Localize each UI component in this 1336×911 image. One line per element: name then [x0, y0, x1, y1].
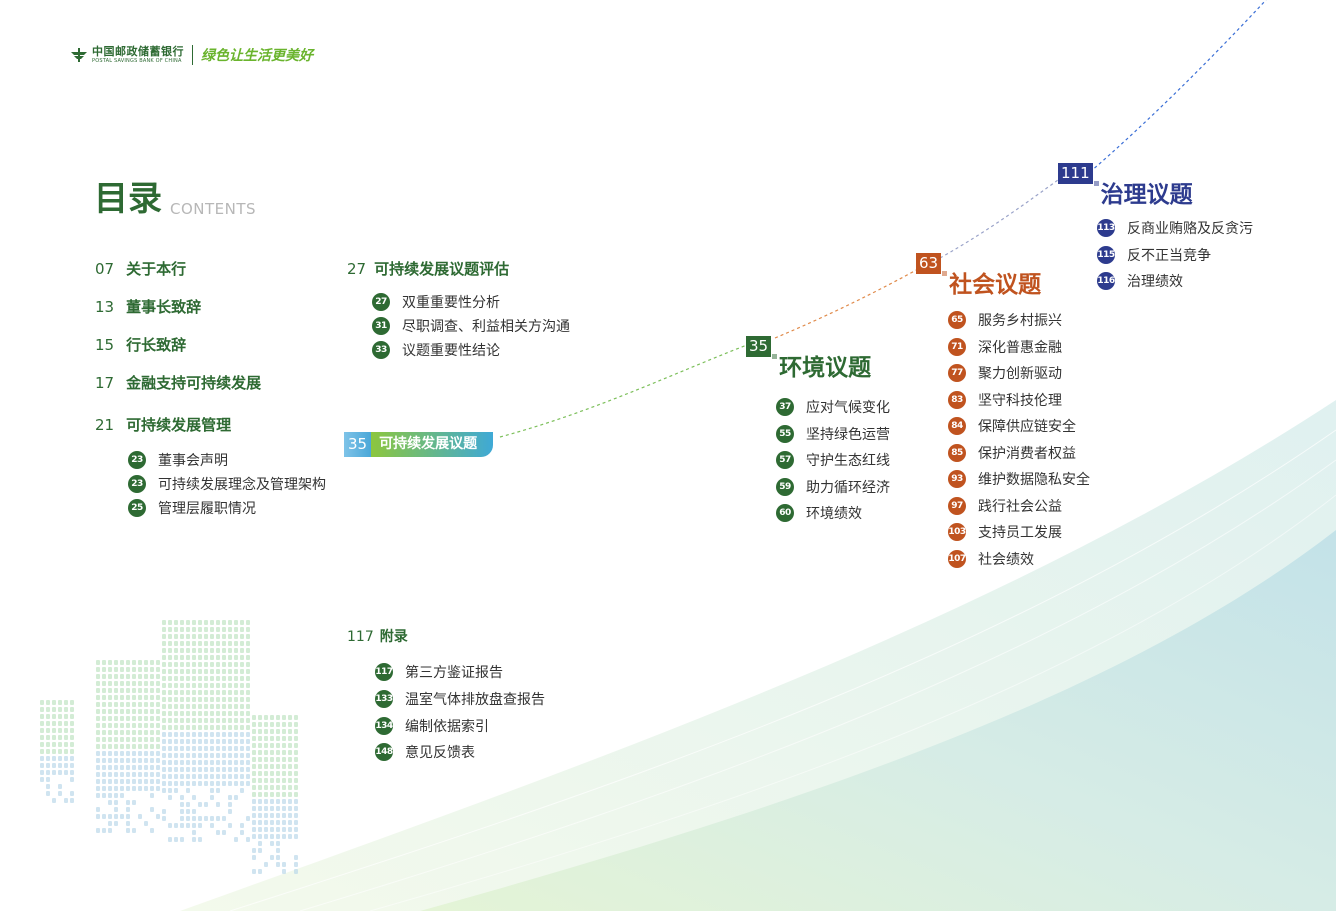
topic-social[interactable]: 63 社会议题 — [916, 253, 1041, 299]
page-badge: 33 — [372, 341, 390, 359]
list-item[interactable]: 71深化普惠金融 — [948, 334, 1090, 361]
route-orange — [775, 268, 920, 338]
toc-section[interactable]: 15行长致辞 — [95, 334, 186, 355]
toc-section-appendix[interactable]: 117附录 — [347, 626, 408, 646]
list-item[interactable]: 97践行社会公益 — [948, 493, 1090, 520]
list-item[interactable]: 148意见反馈表 — [375, 739, 545, 766]
page-badge: 84 — [948, 417, 966, 435]
page-badge: 83 — [948, 391, 966, 409]
page-badge: 115 — [1097, 246, 1115, 264]
page-badge: 113 — [1097, 219, 1115, 237]
page-badge: 133 — [375, 690, 393, 708]
page-badge: 85 — [948, 444, 966, 462]
bank-emblem-icon — [70, 46, 88, 64]
page-badge: 60 — [776, 504, 794, 522]
list-item[interactable]: 113反商业贿赂及反贪污 — [1097, 215, 1253, 242]
page-badge: 59 — [776, 478, 794, 496]
topic-title: 环境议题 — [779, 348, 871, 382]
bank-logo: 中国邮政储蓄银行 POSTAL SAVINGS BANK OF CHINA 绿色… — [70, 45, 313, 65]
list-item[interactable]: 27双重重要性分析 — [372, 290, 570, 314]
list-item[interactable]: 31尽职调查、利益相关方沟通 — [372, 314, 570, 338]
bank-name-en: POSTAL SAVINGS BANK OF CHINA — [92, 58, 184, 65]
page-badge: 77 — [948, 364, 966, 382]
buildings-illustration — [40, 620, 298, 874]
page-badge: 71 — [948, 338, 966, 356]
list-item[interactable]: 133温室气体排放盘查报告 — [375, 686, 545, 713]
list-item[interactable]: 107社会绩效 — [948, 546, 1090, 573]
route-grey — [940, 180, 1058, 258]
list-item[interactable]: 60环境绩效 — [776, 500, 890, 527]
list-item[interactable]: 59助力循环经济 — [776, 474, 890, 501]
list-item[interactable]: 23可持续发展理念及管理架构 — [128, 472, 326, 496]
list-item[interactable]: 25管理层履职情况 — [128, 496, 326, 520]
topic-page-tag: 63 — [916, 253, 941, 274]
topic-page-tag: 35 — [746, 336, 771, 357]
page-badge: 65 — [948, 311, 966, 329]
page-badge: 116 — [1097, 272, 1115, 290]
page-badge: 23 — [128, 451, 146, 469]
social-sub-list: 65服务乡村振兴 71深化普惠金融 77聚力创新驱动 83坚守科技伦理 84保障… — [948, 307, 1090, 572]
page-badge: 134 — [375, 717, 393, 735]
governance-sub-list: 113反商业贿赂及反贪污 115反不正当竞争 116治理绩效 — [1097, 215, 1253, 295]
topic-page-tag: 111 — [1058, 163, 1093, 184]
page-badge: 37 — [776, 398, 794, 416]
page-badge: 57 — [776, 451, 794, 469]
list-item[interactable]: 134编制依据索引 — [375, 712, 545, 739]
list-item[interactable]: 85保护消费者权益 — [948, 440, 1090, 467]
page-badge: 27 — [372, 293, 390, 311]
environment-sub-list: 37应对气候变化 55坚持绿色运营 57守护生态红线 59助力循环经济 60环境… — [776, 394, 890, 527]
toc-section[interactable]: 21可持续发展管理 — [95, 414, 231, 435]
toc-section[interactable]: 13董事长致辞 — [95, 296, 201, 317]
page-title: 目录 CONTENTS — [94, 180, 256, 218]
appendix-sub-list: 117第三方鉴证报告 133温室气体排放盘查报告 134编制依据索引 148意见… — [375, 659, 545, 766]
page-badge: 31 — [372, 317, 390, 335]
topic-title: 治理议题 — [1101, 175, 1193, 209]
page-badge: 93 — [948, 470, 966, 488]
slogan: 绿色让生活更美好 — [201, 45, 313, 65]
bank-name-cn: 中国邮政储蓄银行 — [92, 46, 184, 58]
route-blue — [1090, 0, 1266, 172]
page-badge: 148 — [375, 743, 393, 761]
list-item[interactable]: 37应对气候变化 — [776, 394, 890, 421]
list-item[interactable]: 23董事会声明 — [128, 448, 326, 472]
pill-label: 可持续发展议题 — [371, 432, 493, 457]
list-item[interactable]: 83坚守科技伦理 — [948, 387, 1090, 414]
title-en: CONTENTS — [170, 200, 256, 218]
list-item[interactable]: 77聚力创新驱动 — [948, 360, 1090, 387]
page-badge: 25 — [128, 499, 146, 517]
page-badge: 103 — [948, 523, 966, 541]
assessment-sub-list: 27双重重要性分析 31尽职调查、利益相关方沟通 33议题重要性结论 — [372, 290, 570, 362]
list-item[interactable]: 84保障供应链安全 — [948, 413, 1090, 440]
page-badge: 23 — [128, 475, 146, 493]
list-item[interactable]: 103支持员工发展 — [948, 519, 1090, 546]
list-item[interactable]: 33议题重要性结论 — [372, 338, 570, 362]
title-cn: 目录 — [94, 180, 162, 218]
page-badge: 107 — [948, 550, 966, 568]
topic-title: 社会议题 — [949, 265, 1041, 299]
pill-page-number: 35 — [344, 432, 371, 457]
list-item[interactable]: 55坚持绿色运营 — [776, 421, 890, 448]
list-item[interactable]: 65服务乡村振兴 — [948, 307, 1090, 334]
page-badge: 117 — [375, 663, 393, 681]
list-item[interactable]: 116治理绩效 — [1097, 268, 1253, 295]
toc-section-assessment[interactable]: 27可持续发展议题评估 — [347, 258, 509, 279]
sustainability-topics-pill[interactable]: 35 可持续发展议题 — [344, 432, 493, 457]
list-item[interactable]: 117第三方鉴证报告 — [375, 659, 545, 686]
topic-governance[interactable]: 111 治理议题 — [1058, 163, 1193, 209]
topic-environment[interactable]: 35 环境议题 — [746, 336, 871, 382]
page-badge: 55 — [776, 425, 794, 443]
toc-section[interactable]: 07关于本行 — [95, 258, 186, 279]
logo-divider — [192, 45, 193, 65]
list-item[interactable]: 57守护生态红线 — [776, 447, 890, 474]
page-badge: 97 — [948, 497, 966, 515]
management-sub-list: 23董事会声明 23可持续发展理念及管理架构 25管理层履职情况 — [128, 448, 326, 520]
list-item[interactable]: 93维护数据隐私安全 — [948, 466, 1090, 493]
toc-section[interactable]: 17金融支持可持续发展 — [95, 372, 261, 393]
list-item[interactable]: 115反不正当竞争 — [1097, 242, 1253, 269]
